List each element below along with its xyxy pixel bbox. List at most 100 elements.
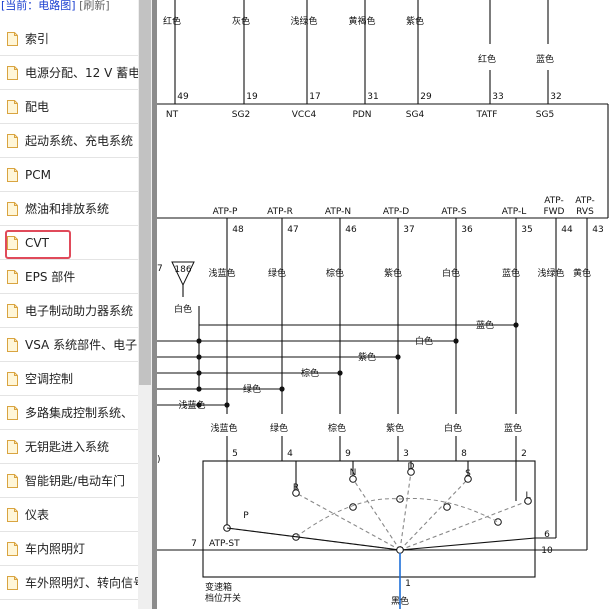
pin-number: 47	[287, 225, 298, 235]
document-icon	[7, 235, 18, 250]
sidebar-item[interactable]: CVT	[0, 226, 138, 260]
terminal-name: SG5	[536, 110, 554, 120]
switch-contact	[292, 489, 300, 497]
wire-color-label: 浅绿色	[290, 15, 317, 27]
sidebar-item[interactable]: 索引	[0, 22, 138, 56]
pin-number: 32	[550, 92, 561, 102]
document-icon	[7, 575, 18, 590]
sidebar-item[interactable]: VSA 系统部件、电子	[0, 328, 138, 362]
sidebar-item-label: 电子制动助力器系统	[25, 304, 134, 318]
splice-dot	[453, 338, 459, 344]
sidebar-item[interactable]: PCM	[0, 158, 138, 192]
sidebar-item[interactable]: 电源分配、12 V 蓄电池	[0, 56, 138, 90]
switch-contact	[349, 475, 357, 483]
page-marker: )	[157, 455, 161, 465]
terminal-name: ATP-D	[383, 207, 409, 217]
terminal-name: TATF	[476, 110, 498, 120]
wire-color-label: 蓝色	[536, 53, 554, 65]
sidebar-item[interactable]: 无钥匙进入系统	[0, 430, 138, 464]
refresh-link[interactable]: [刷新]	[79, 0, 110, 12]
sidebar-item[interactable]: 车内照明灯	[0, 532, 138, 566]
splice-dot	[279, 386, 285, 392]
document-icon	[7, 269, 18, 284]
pin-number: 5	[232, 449, 238, 459]
sidebar-item-label: PCM	[25, 167, 51, 182]
pin-number: 19	[246, 92, 258, 102]
sidebar-item-label: 空调控制	[25, 372, 74, 386]
pin-number: 9	[345, 449, 351, 459]
sidebar-item-label: CVT	[25, 235, 49, 250]
document-icon	[7, 99, 18, 114]
dashed-contact-arm	[399, 471, 412, 551]
switch-contact	[349, 503, 357, 511]
gear-position-label: D	[408, 462, 415, 472]
sidebar-item[interactable]: 起动系统、充电系统	[0, 124, 138, 158]
document-icon	[7, 337, 18, 352]
sidebar-item[interactable]: 空调控制	[0, 362, 138, 396]
sidebar-item-label: 仪表	[25, 508, 50, 522]
sidebar-item[interactable]: 电子制动助力器系统	[0, 294, 138, 328]
gear-position-label: N	[350, 468, 357, 478]
sidebar-item-label: 智能钥匙/电动车门	[25, 474, 126, 488]
wire-color-label: 紫色	[358, 351, 376, 363]
document-icon	[7, 303, 18, 318]
pin-number: 4	[287, 449, 293, 459]
wire-color-label: 紫色	[384, 267, 402, 279]
pin-number: 35	[521, 225, 532, 235]
sidebar-item[interactable]: EPS 部件	[0, 260, 138, 294]
sidebar-item[interactable]: 车外照明灯、转向信号	[0, 566, 138, 600]
pin-number: 17	[309, 92, 320, 102]
document-icon	[7, 473, 18, 488]
wire-color-label: 浅蓝色	[178, 399, 205, 411]
sidebar-item-label: 燃油和排放系统	[25, 202, 110, 216]
sidebar-item[interactable]: 智能钥匙/电动车门	[0, 464, 138, 498]
terminal-name: SG4	[406, 110, 425, 120]
sidebar-item[interactable]: 多路集成控制系统、	[0, 396, 138, 430]
switch-arc	[295, 498, 499, 538]
sidebar-scrollbar[interactable]	[138, 0, 152, 609]
terminal-name: VCC4	[292, 110, 317, 120]
gear-position-label: P	[243, 511, 249, 521]
sidebar-item-label: 起动系统、充电系统	[25, 134, 134, 148]
sidebar-item[interactable]: 燃油和排放系统	[0, 192, 138, 226]
wire-color-label: 棕色	[328, 422, 346, 434]
wire-color-label: 灰色	[232, 15, 250, 27]
terminal-name: ATP-	[575, 196, 594, 206]
switch-contact	[407, 468, 415, 476]
page-marker: 7	[157, 264, 163, 274]
wire-color-label: 白色	[442, 267, 460, 279]
switch-contact	[464, 475, 472, 483]
pin-number: 33	[492, 92, 503, 102]
scrollbar-thumb[interactable]	[139, 0, 151, 385]
splice-dot	[337, 370, 343, 376]
wire-color-label: 浅蓝色	[210, 422, 237, 434]
pin-number: 1	[405, 579, 411, 589]
pane-divider[interactable]	[152, 0, 157, 609]
wiring-diagram-canvas: 红色49NT灰色19SG2浅绿色17VCC4黄褐色31PDN紫色29SG4红色3…	[157, 0, 609, 609]
document-icon	[7, 133, 18, 148]
wire-color-label: 浅蓝色	[208, 267, 235, 279]
splice-dot	[513, 322, 519, 328]
sidebar-item[interactable]: 仪表	[0, 498, 138, 532]
gear-position-label: S	[465, 469, 471, 479]
pin-number: 46	[345, 225, 357, 235]
sidebar-item[interactable]: 配电	[0, 90, 138, 124]
document-icon	[7, 167, 18, 182]
connector-186-symbol	[171, 261, 195, 287]
terminal-name: ATP-N	[325, 207, 351, 217]
splice-dot	[395, 354, 401, 360]
document-icon	[7, 31, 18, 46]
pin-number: 37	[403, 225, 414, 235]
switch-path	[226, 527, 401, 551]
pin-number: 8	[461, 449, 467, 459]
splice-dot	[196, 402, 202, 408]
sidebar-item-label: 车外照明灯、转向信号	[25, 576, 138, 590]
component-name: 变速箱	[205, 581, 232, 593]
wire-color-label: 棕色	[326, 267, 344, 279]
pin-number: 44	[561, 225, 573, 235]
pin-number: 43	[592, 225, 603, 235]
document-icon	[7, 371, 18, 386]
pin-number: 7	[191, 539, 197, 549]
wire-color-label: 白色	[415, 335, 433, 347]
terminal-name: NT	[166, 110, 179, 120]
